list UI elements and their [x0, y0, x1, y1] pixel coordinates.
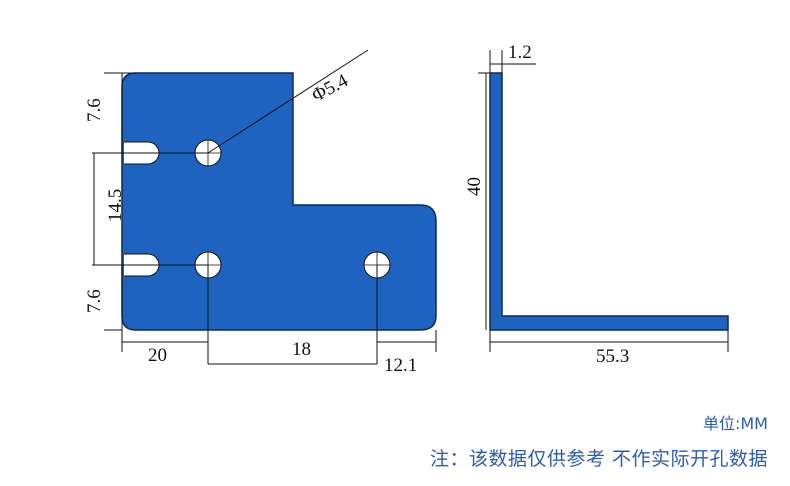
dim-left-offset: 20 — [148, 345, 167, 366]
dim-height: 40 — [464, 177, 485, 196]
angle-profile — [489, 72, 729, 331]
unit-note: 单位:MM — [702, 414, 768, 433]
dim-length: 55.3 — [596, 346, 629, 367]
disclaimer-note: 注：该数据仅供参考 不作实际开孔数据 — [429, 448, 768, 470]
dim-thickness: 1.2 — [508, 42, 532, 63]
dim-hole-spacing-horizontal: 18 — [292, 339, 311, 360]
dim-hole-diameter: Φ5.4 — [308, 70, 352, 106]
dim-bottom-offset: 7.6 — [84, 289, 105, 313]
centerlines — [92, 49, 378, 364]
bracket-plate — [121, 72, 437, 331]
dim-top-offset: 7.6 — [84, 98, 105, 122]
side-dimension-lines — [478, 50, 729, 352]
dimension-lines — [93, 72, 437, 365]
front-view: Φ5.4 7.6 14.5 7.6 20 18 12.1 — [84, 49, 437, 376]
dim-hole-spacing-vertical: 14.5 — [105, 189, 126, 222]
side-view: 1.2 40 55.3 — [464, 42, 729, 367]
dim-right-offset: 12.1 — [384, 355, 417, 376]
